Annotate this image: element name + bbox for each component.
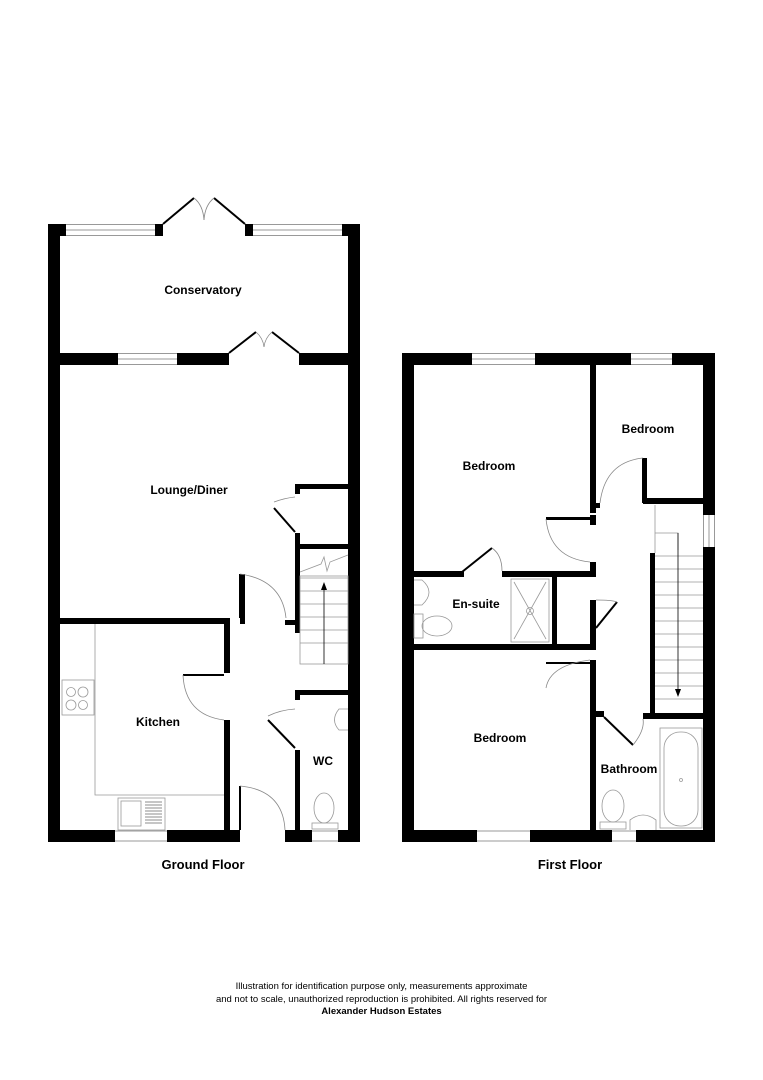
first-floor-windows [472,353,715,842]
disclaimer-company: Alexander Hudson Estates [0,1006,763,1019]
first-floor-door-swings [491,457,644,746]
disclaimer: Illustration for identification purpose … [0,981,763,1019]
room-label-bedroom-3: Bedroom [473,731,527,745]
stairs-down-arrow-icon [675,689,681,697]
ground-floor-windows [66,224,342,842]
room-label-bathroom: Bathroom [600,762,658,776]
room-label-bedroom-1: Bedroom [462,459,516,473]
company-name: Alexander Hudson Estates [321,1006,442,1017]
room-label-lounge-diner: Lounge/Diner [150,483,228,497]
wc-fixtures [311,708,348,830]
floor-title-first: First Floor [537,857,603,872]
room-label-kitchen: Kitchen [135,715,181,729]
first-floor-plan [402,353,715,842]
disclaimer-line-2: and not to scale, unauthorized reproduct… [215,993,548,1005]
room-label-bedroom-2: Bedroom [621,422,675,436]
room-label-en-suite: En-suite [452,597,500,611]
ground-floor-door-swings [182,197,296,831]
kitchen-fixtures [61,624,224,831]
first-floor-walls [402,353,715,842]
ensuite-fixtures [413,578,550,643]
room-label-conservatory: Conservatory [164,283,242,297]
bathroom-fixtures [599,727,703,830]
ground-floor-plan [48,197,360,842]
first-floor-doors [461,458,644,746]
first-floor-stairs [654,505,703,700]
stairs-up-arrow-icon [321,582,327,590]
room-label-wc: WC [313,754,333,768]
ground-floor-stairs [299,554,349,665]
ground-floor-doors [162,197,300,830]
disclaimer-line-1: Illustration for identification purpose … [235,981,528,992]
floor-title-ground: Ground Floor [161,857,245,872]
ground-floor-walls [48,224,360,842]
